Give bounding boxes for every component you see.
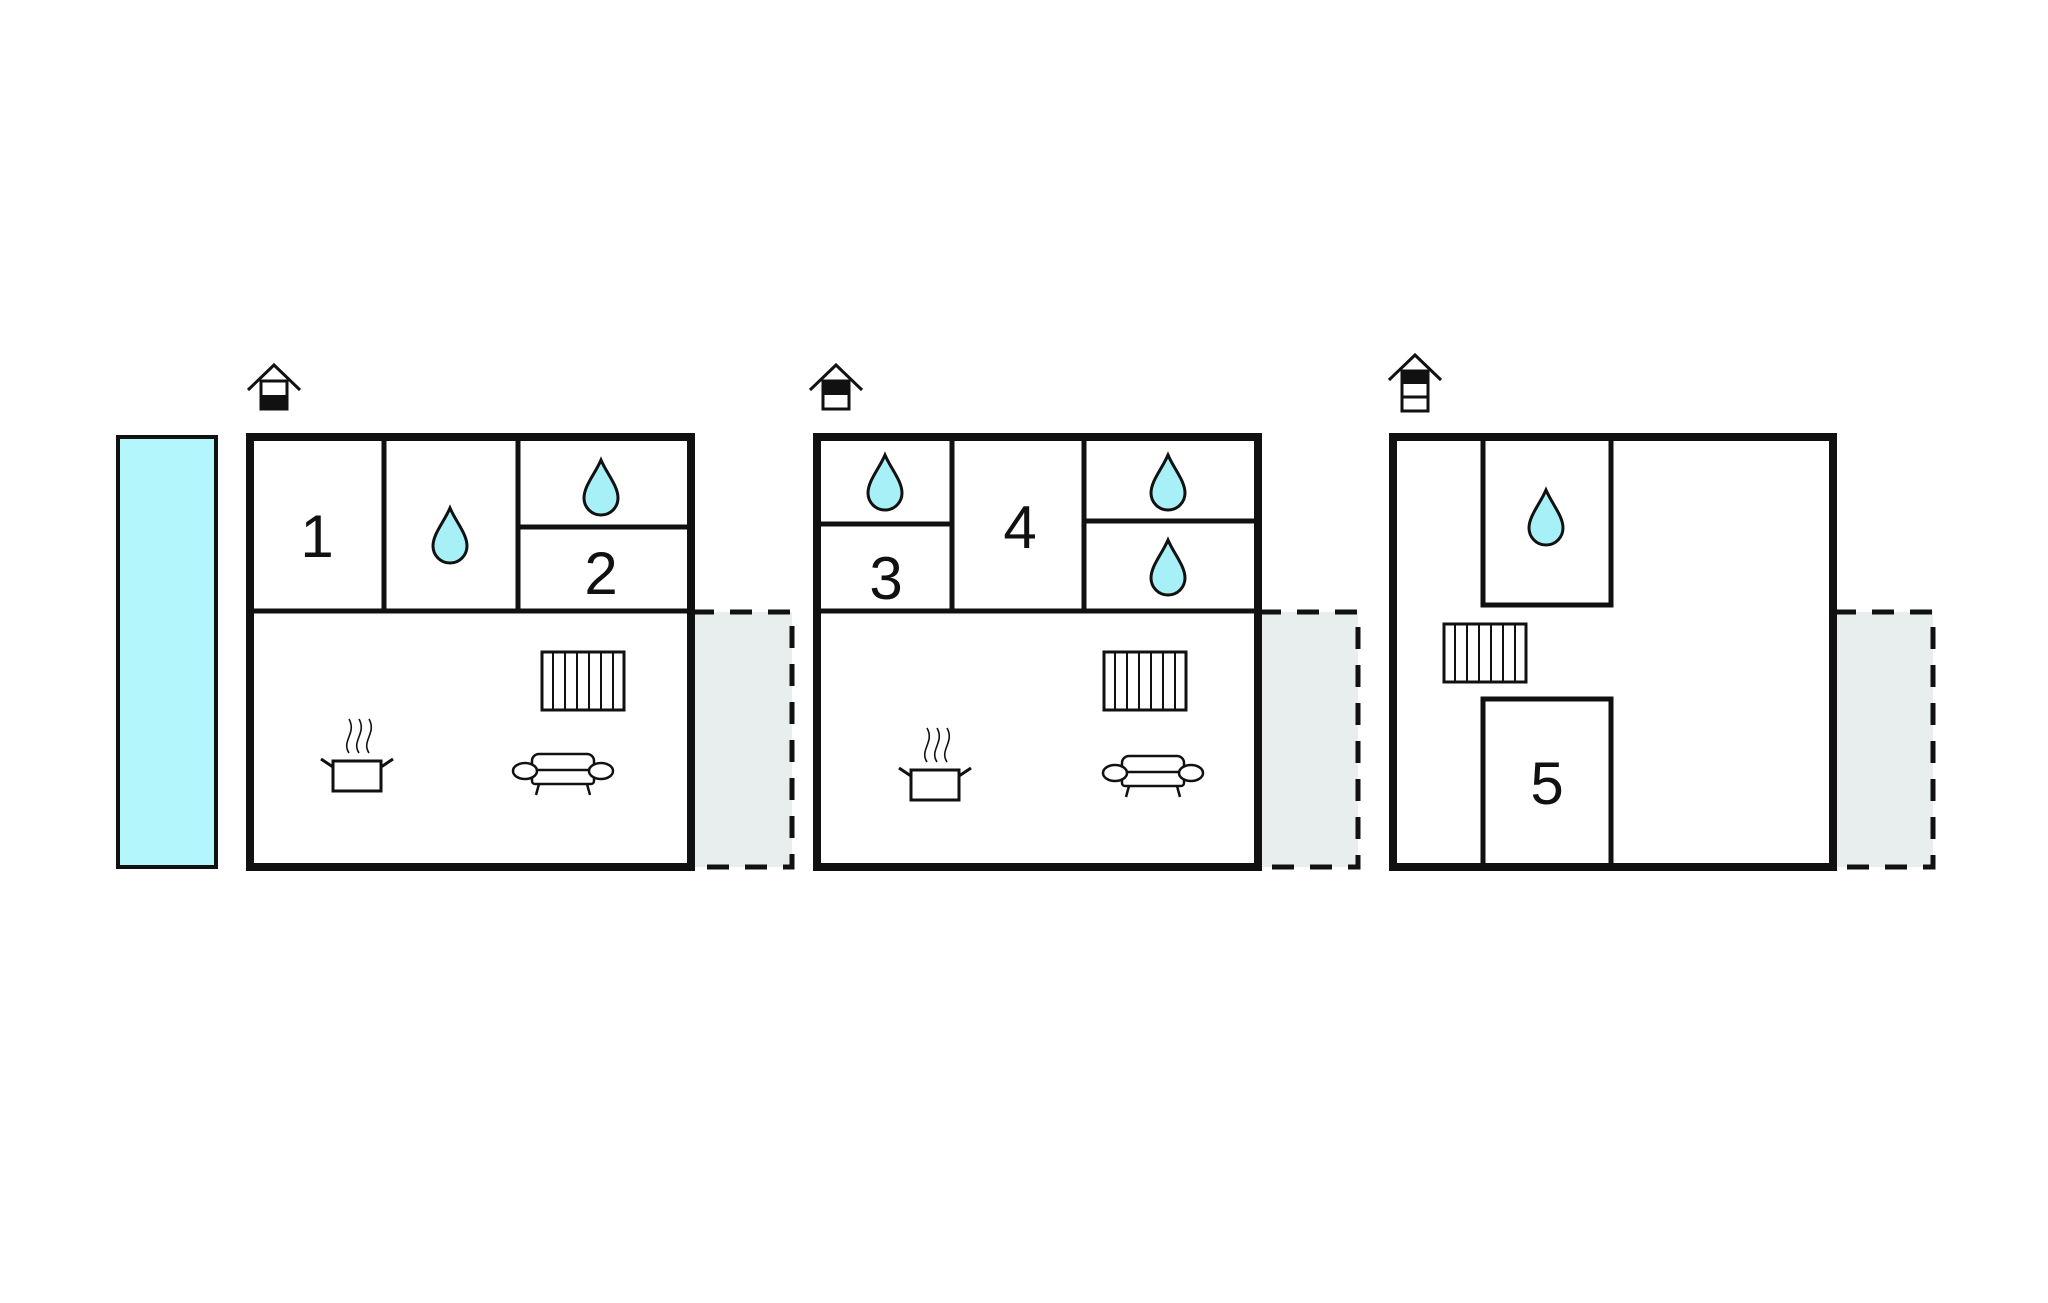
house-floor-icon bbox=[1387, 353, 1443, 413]
sofa-icon bbox=[1101, 754, 1205, 799]
room-number: 1 bbox=[300, 503, 333, 570]
terrace bbox=[689, 609, 795, 870]
radiator-icon bbox=[540, 650, 626, 712]
water-drop-icon bbox=[1149, 453, 1187, 512]
room-number: 4 bbox=[1003, 494, 1036, 561]
water-drop-icon bbox=[1527, 488, 1565, 547]
floor-1: 1 2 bbox=[116, 363, 795, 871]
radiator-icon bbox=[1442, 622, 1528, 684]
water-drop-icon bbox=[431, 506, 469, 565]
cooking-pot-icon bbox=[897, 726, 973, 802]
room-number: 5 bbox=[1530, 750, 1563, 817]
terrace bbox=[1831, 609, 1936, 870]
floor-2-walls bbox=[813, 433, 1262, 871]
terrace bbox=[1256, 609, 1361, 870]
floor-3: 5 bbox=[1387, 353, 1936, 871]
water-drop-icon bbox=[582, 458, 620, 517]
sofa-icon bbox=[511, 752, 615, 797]
pool bbox=[116, 435, 218, 869]
water-drop-icon bbox=[866, 453, 904, 512]
cooking-pot-icon bbox=[319, 717, 395, 793]
house-floor-icon bbox=[246, 363, 302, 411]
radiator-icon bbox=[1102, 650, 1188, 712]
room-number: 2 bbox=[584, 540, 617, 607]
floor-3-walls bbox=[1389, 433, 1837, 871]
floor-2: 3 4 bbox=[808, 363, 1361, 871]
water-drop-icon bbox=[1149, 538, 1187, 597]
room-number: 3 bbox=[869, 545, 902, 612]
house-floor-icon bbox=[808, 363, 864, 411]
floor-1-walls bbox=[246, 433, 695, 871]
